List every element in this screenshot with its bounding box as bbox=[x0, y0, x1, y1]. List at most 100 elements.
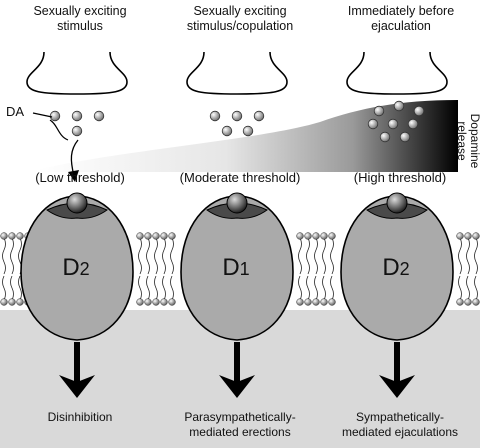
lipid-tail bbox=[330, 275, 334, 301]
lipid-tail bbox=[146, 275, 150, 301]
lipid-tail bbox=[138, 237, 142, 275]
stage-3-title-line1: Immediately before bbox=[347, 4, 455, 18]
lipid-tail bbox=[322, 237, 326, 275]
stage-3-outcome-line2: mediated ejaculations bbox=[341, 425, 459, 439]
signal-arrowhead-2 bbox=[219, 375, 255, 398]
lipid-head bbox=[296, 298, 304, 306]
lipid-head bbox=[16, 232, 24, 240]
da-label: DA bbox=[6, 104, 25, 119]
lipid-tail bbox=[2, 237, 6, 275]
dopamine-receptors bbox=[20, 192, 454, 341]
lipid-head bbox=[8, 298, 16, 306]
lipid-head bbox=[168, 232, 176, 240]
lipid-tail bbox=[2, 275, 6, 301]
stage-1-title-line1: Sexually exciting bbox=[33, 4, 127, 18]
lipid-head bbox=[472, 232, 480, 240]
lipid-head bbox=[296, 232, 304, 240]
lipid-tail bbox=[170, 275, 174, 301]
dopamine-vesicle bbox=[393, 100, 405, 112]
lipid-tail bbox=[314, 275, 318, 301]
dopamine-vesicle bbox=[93, 110, 105, 122]
receptor-1-letter: D bbox=[62, 254, 80, 281]
lipid-tail bbox=[298, 237, 302, 275]
da-pointer-line bbox=[32, 112, 53, 118]
presynaptic-terminals bbox=[26, 51, 448, 95]
lipid-tail bbox=[466, 237, 470, 275]
receptor-3-number: 2 bbox=[399, 259, 410, 279]
stage-1-outcome-line1: Disinhibition bbox=[47, 410, 113, 424]
stage-3-outcome-line1: Sympathetically- bbox=[355, 410, 445, 424]
dopamine-vesicle bbox=[71, 125, 83, 137]
lipid-tail bbox=[154, 237, 158, 275]
lipid-head bbox=[144, 298, 152, 306]
dopamine-vesicle bbox=[71, 110, 83, 122]
dopamine-vesicle bbox=[242, 125, 254, 137]
dopamine-vesicle bbox=[373, 105, 385, 117]
stage-2-title-line2: stimulus/copulation bbox=[186, 19, 294, 33]
signal-arrow-shaft-1 bbox=[74, 342, 80, 382]
da-pointer-curve bbox=[49, 119, 69, 141]
signal-arrows bbox=[59, 342, 415, 398]
lipid-head bbox=[152, 232, 160, 240]
stage-3-title: Immediately before ejaculation bbox=[326, 4, 476, 34]
dopamine-vesicle bbox=[387, 118, 399, 130]
receptor-3-label: D2 bbox=[366, 254, 426, 283]
lipid-tail bbox=[154, 275, 158, 301]
lipid-tail bbox=[458, 275, 462, 301]
lipid-tail bbox=[474, 275, 478, 301]
stage-3-outcome: Sympathetically- mediated ejaculations bbox=[315, 410, 480, 440]
receptor-2-number: 1 bbox=[239, 259, 250, 279]
lipid-head bbox=[320, 298, 328, 306]
lipid-head bbox=[136, 298, 144, 306]
lipid-head bbox=[304, 298, 312, 306]
lipid-head bbox=[312, 232, 320, 240]
stage-2-outcome-line1: Parasympathetically- bbox=[184, 410, 296, 424]
stage-1-title-line2: stimulus bbox=[57, 19, 103, 33]
da-binding-arrowhead bbox=[68, 170, 79, 182]
lipid-tail bbox=[314, 237, 318, 275]
presynaptic-terminal-1 bbox=[26, 51, 128, 95]
dopamine-vesicle bbox=[49, 110, 61, 122]
lipid-head bbox=[464, 298, 472, 306]
lipid-tail bbox=[162, 237, 166, 275]
lipid-head bbox=[152, 298, 160, 306]
lipid-head bbox=[136, 232, 144, 240]
signal-arrowhead-1 bbox=[59, 375, 95, 398]
lipid-head bbox=[8, 232, 16, 240]
receptor-1-body bbox=[20, 195, 134, 341]
presynaptic-terminal-3 bbox=[346, 51, 448, 95]
dopamine-vesicle bbox=[413, 105, 425, 117]
lipid-head bbox=[320, 232, 328, 240]
lipid-head bbox=[456, 232, 464, 240]
bound-dopamine-2 bbox=[226, 192, 248, 214]
dopamine-vesicles bbox=[49, 100, 425, 143]
receptor-1-number: 2 bbox=[79, 259, 90, 279]
dopamine-vesicle bbox=[407, 118, 419, 130]
dopamine-vesicle bbox=[399, 131, 411, 143]
lipid-tail bbox=[146, 237, 150, 275]
dopamine-vesicle bbox=[379, 131, 391, 143]
lipid-tail bbox=[458, 237, 462, 275]
lipid-head bbox=[456, 298, 464, 306]
dopamine-vesicle bbox=[221, 125, 233, 137]
lipid-head bbox=[328, 232, 336, 240]
lipid-head bbox=[0, 298, 8, 306]
presynaptic-terminal-2 bbox=[186, 51, 288, 95]
lipid-head bbox=[16, 298, 24, 306]
lipid-tail bbox=[474, 237, 478, 275]
bound-dopamine-1 bbox=[66, 192, 88, 214]
lipid-tail bbox=[330, 237, 334, 275]
lipid-tail bbox=[138, 275, 142, 301]
stage-2-outcome-line2: mediated erections bbox=[189, 425, 291, 439]
lipid-head bbox=[0, 232, 8, 240]
receptor-3-letter: D bbox=[382, 254, 400, 281]
lipid-head bbox=[464, 232, 472, 240]
lipid-head bbox=[304, 232, 312, 240]
dopamine-vesicle bbox=[253, 110, 265, 122]
lipid-head bbox=[160, 298, 168, 306]
dopamine-vesicle bbox=[209, 110, 221, 122]
stage-2-title: Sexually exciting stimulus/copulation bbox=[165, 4, 315, 34]
stage-1-title: Sexually exciting stimulus bbox=[5, 4, 155, 34]
lipid-tail bbox=[322, 275, 326, 301]
